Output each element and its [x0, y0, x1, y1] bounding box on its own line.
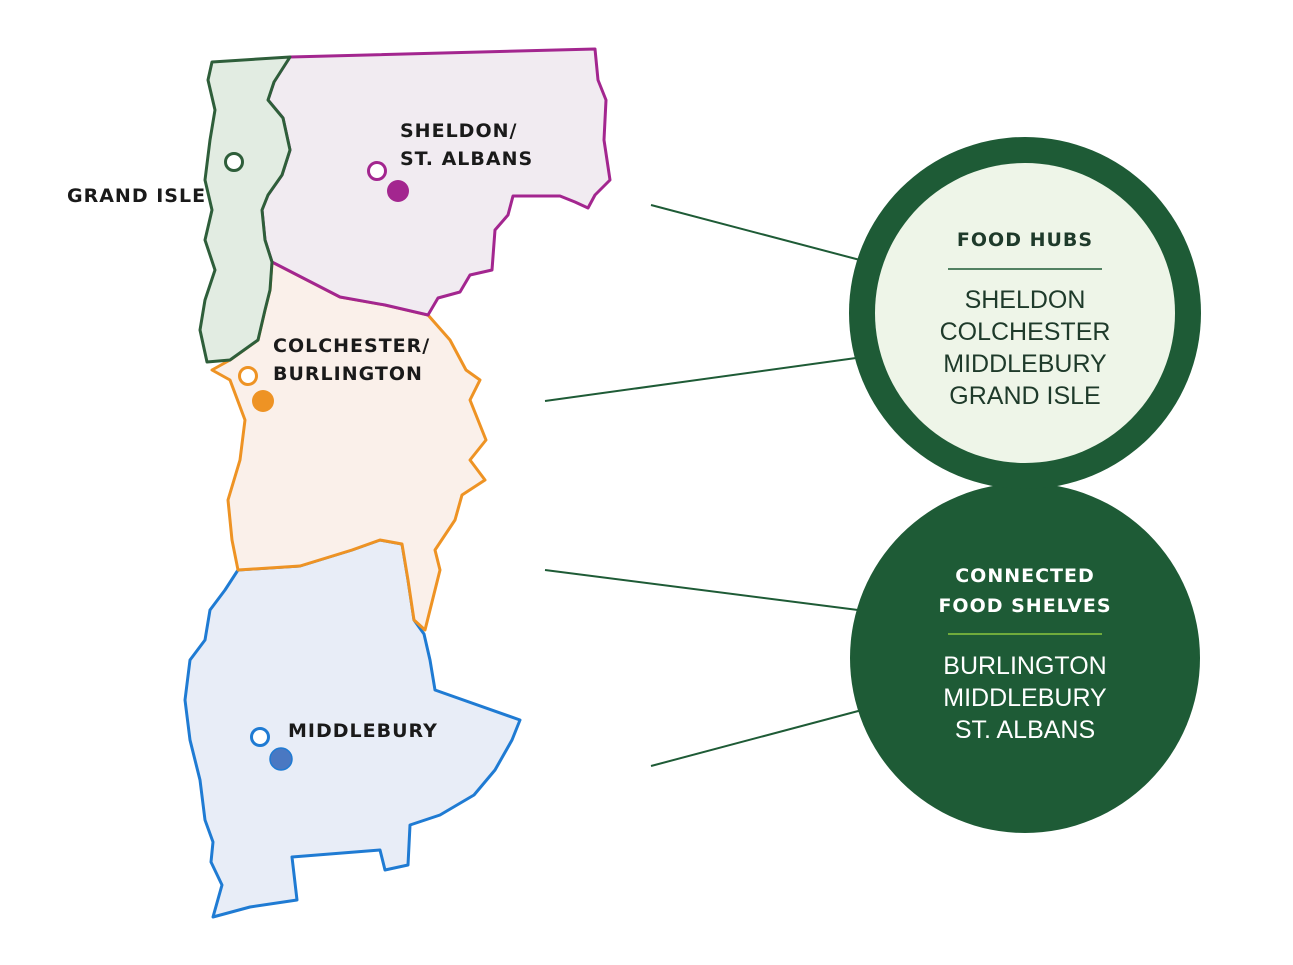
- st-albans-shelf-marker: [387, 180, 409, 202]
- food-hubs-title: FOOD HUBS: [957, 229, 1093, 251]
- food-shelf-item: MIDDLEBURY: [943, 684, 1107, 712]
- food-shelf-item: BURLINGTON: [943, 652, 1106, 680]
- region-grand-isle[interactable]: [198, 55, 292, 364]
- food-shelves-circle: CONNECTED FOOD SHELVES BURLINGTON MIDDLE…: [850, 483, 1200, 833]
- grand-isle-hub-marker: [224, 152, 244, 172]
- middlebury-hub-marker: [250, 727, 270, 747]
- food-shelves-title-line2: FOOD SHELVES: [938, 595, 1111, 617]
- label-middlebury: MIDDLEBURY: [288, 720, 438, 742]
- food-hub-item: COLCHESTER: [940, 318, 1111, 346]
- connector-line: [650, 204, 861, 261]
- label-sheldon-line2: ST. ALBANS: [400, 148, 533, 170]
- connector-line: [650, 709, 863, 767]
- label-colchester-line2: BURLINGTON: [273, 363, 423, 385]
- sheldon-hub-marker: [367, 161, 387, 181]
- label-colchester-line1: COLCHESTER/: [273, 335, 430, 357]
- region-sheldon-st-albans[interactable]: [260, 47, 612, 317]
- region-colchester-burlington[interactable]: [210, 260, 488, 632]
- burlington-shelf-marker: [252, 390, 274, 412]
- food-hubs-circle: FOOD HUBS SHELDON COLCHESTER MIDDLEBURY …: [849, 137, 1201, 489]
- food-shelves-title-line1: CONNECTED: [955, 565, 1095, 587]
- connector-line: [544, 569, 859, 611]
- food-hub-item: GRAND ISLE: [949, 382, 1100, 410]
- colchester-hub-marker: [238, 366, 258, 386]
- label-sheldon-line1: SHELDON/: [400, 120, 517, 142]
- middlebury-shelf-marker: [269, 747, 293, 771]
- food-hub-item: SHELDON: [965, 286, 1086, 314]
- connector-line: [544, 357, 857, 402]
- food-shelf-item: ST. ALBANS: [955, 716, 1095, 744]
- food-hub-item: MIDDLEBURY: [943, 350, 1107, 378]
- label-grand-isle: GRAND ISLE: [67, 185, 206, 207]
